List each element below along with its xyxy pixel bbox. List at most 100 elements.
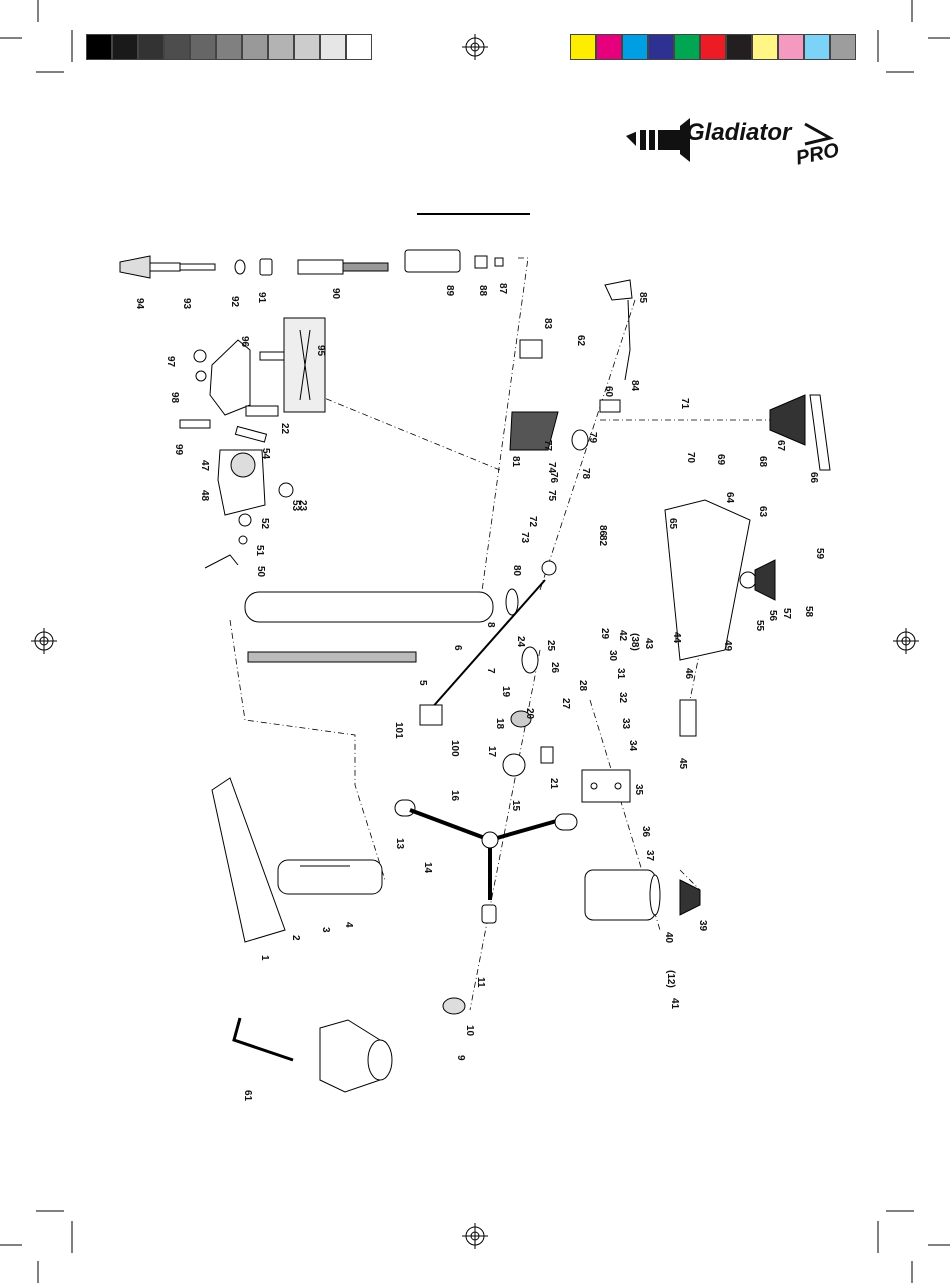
- part-label: 99: [173, 444, 184, 456]
- part-label: 14: [422, 862, 433, 874]
- gray-swatch: [320, 34, 346, 60]
- part-label: 83: [542, 318, 553, 330]
- gray-swatch: [190, 34, 216, 60]
- part-label: 46: [683, 668, 694, 680]
- part-label: 57: [781, 608, 792, 620]
- part-label: 15: [510, 800, 521, 812]
- gray-swatch: [268, 34, 294, 60]
- part-label: 89: [444, 285, 455, 297]
- part-label: 34: [627, 740, 638, 752]
- part-label: 27: [560, 698, 571, 710]
- part-label: 63: [757, 506, 768, 518]
- part-label: 77: [542, 440, 553, 452]
- part-label: 28: [577, 680, 588, 692]
- part-label: 7: [485, 668, 496, 674]
- part-label: 71: [679, 398, 690, 410]
- part-label: 6: [452, 645, 463, 651]
- switch-housing: [509, 279, 633, 451]
- part-label: 75: [546, 490, 557, 502]
- part-label: 97: [165, 356, 176, 368]
- part-label: 41: [669, 998, 680, 1010]
- part-label: 92: [229, 296, 240, 308]
- part-label: 62: [575, 335, 586, 347]
- color-swatch: [674, 34, 700, 60]
- part-label: 66: [808, 472, 819, 484]
- logo-brand-text: Gladiator: [686, 119, 793, 146]
- part-label: 73: [519, 532, 530, 544]
- gray-swatch: [112, 34, 138, 60]
- part-label: 55: [754, 620, 765, 632]
- pinion-and-spring: [442, 646, 539, 1015]
- work-table: [664, 499, 757, 661]
- part-label: 78: [580, 468, 591, 480]
- part-label: 60: [603, 386, 614, 398]
- color-swatch: [648, 34, 674, 60]
- logo-sub-text: PRO: [794, 139, 841, 170]
- part-label: 11: [475, 977, 486, 988]
- part-label: 80: [511, 565, 522, 577]
- part-label: 10: [464, 1025, 475, 1037]
- part-label: (12): [665, 970, 676, 988]
- part-label: 65: [667, 518, 678, 530]
- gray-swatch: [86, 34, 112, 60]
- registration-mark-right: [893, 628, 919, 654]
- part-label: 40: [663, 932, 674, 944]
- part-label: 2: [290, 935, 301, 941]
- gladiator-logo: Gladiator PRO: [626, 118, 841, 170]
- spindle-assembly: [119, 249, 504, 279]
- part-label: 81: [510, 456, 521, 468]
- part-label: 16: [449, 790, 460, 802]
- part-label: 19: [500, 686, 511, 698]
- part-label: 22: [279, 423, 290, 435]
- color-swatch: [622, 34, 648, 60]
- part-label: 48: [199, 490, 210, 502]
- part-label: 3: [320, 927, 331, 933]
- color-calibration-bar: [570, 34, 856, 60]
- color-swatch: [570, 34, 596, 60]
- part-label: 82: [597, 535, 608, 547]
- part-label: 50: [255, 566, 266, 578]
- column-and-rack: [244, 588, 519, 663]
- part-label: 86: [597, 525, 608, 537]
- part-label: 64: [724, 492, 735, 504]
- part-label: 56: [767, 610, 778, 622]
- gray-swatch: [138, 34, 164, 60]
- key-part: [540, 746, 554, 764]
- gray-swatch: [294, 34, 320, 60]
- part-label: 51: [254, 545, 265, 557]
- part-label: 30: [607, 650, 618, 662]
- part-label: 21: [548, 778, 559, 790]
- part-label: 52: [259, 518, 270, 530]
- part-label: 5: [417, 680, 428, 686]
- part-label: 85: [637, 292, 648, 304]
- part-label: 9: [455, 1055, 466, 1061]
- part-label: 59: [814, 548, 825, 560]
- part-label: 61: [242, 1090, 253, 1102]
- part-label: 87: [497, 283, 508, 295]
- color-swatch: [830, 34, 856, 60]
- part-label: 93: [181, 298, 192, 310]
- part-label: 90: [330, 288, 341, 300]
- part-label: 94: [134, 298, 145, 310]
- feed-handle-assembly: [394, 799, 578, 924]
- warning-label: [679, 699, 697, 737]
- gear-housing: [204, 449, 294, 569]
- part-label: 24: [515, 636, 526, 648]
- part-label: 13: [394, 838, 405, 850]
- part-label: 1: [259, 955, 270, 961]
- part-label: 53: [290, 500, 301, 512]
- part-label: 74: [546, 462, 557, 474]
- gray-swatch: [216, 34, 242, 60]
- part-label: 23: [297, 500, 308, 512]
- part-label: 98: [169, 392, 180, 404]
- color-swatch: [778, 34, 804, 60]
- color-swatch: [700, 34, 726, 60]
- part-label: 42: [617, 630, 628, 642]
- part-label: (38): [629, 633, 640, 651]
- part-label: 96: [239, 336, 250, 348]
- base-plate: [211, 777, 383, 943]
- head-casting: [179, 317, 326, 443]
- part-label: 84: [629, 380, 640, 392]
- part-label: 70: [685, 452, 696, 464]
